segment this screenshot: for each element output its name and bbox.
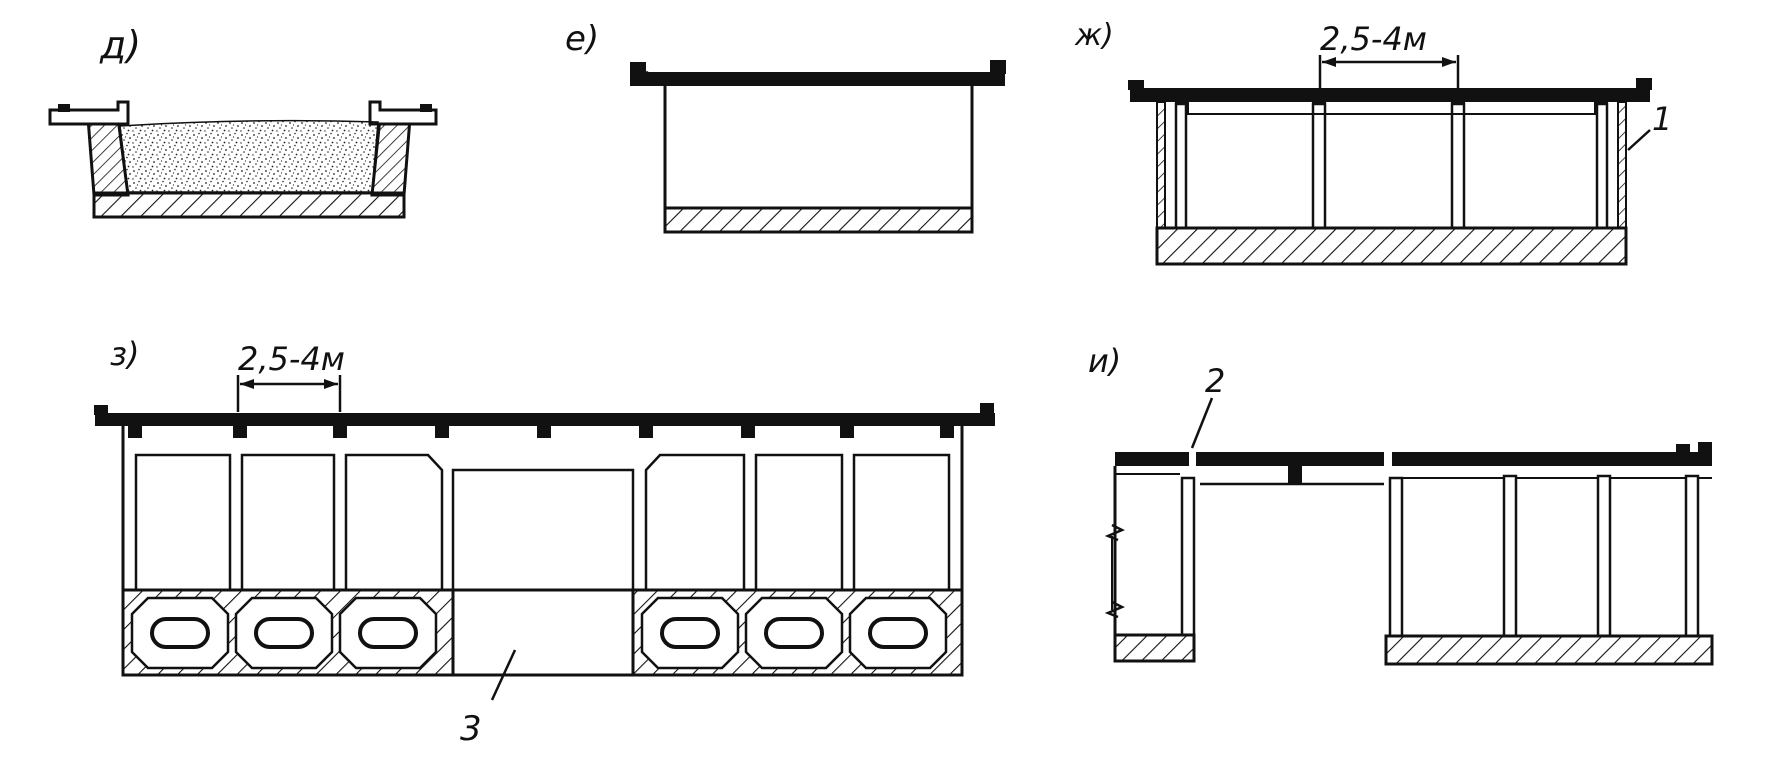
hollow-cell	[848, 596, 948, 670]
panel-e-label: е)	[565, 19, 599, 59]
left-bevel	[645, 70, 661, 84]
sleeper	[128, 426, 142, 438]
upper-chamber	[134, 453, 232, 592]
panel-z-label: з)	[110, 335, 140, 373]
hollow-cell	[234, 596, 334, 670]
panel-i: и) 2	[1088, 342, 1714, 666]
span-top-slab	[1196, 452, 1384, 466]
top-slab	[95, 413, 995, 426]
central-chamber	[451, 468, 635, 592]
dim-arrow-right	[1442, 57, 1456, 67]
panel-i-label: и)	[1088, 342, 1121, 380]
panel-d-label: д)	[99, 23, 141, 67]
callout-1-leader	[1627, 129, 1651, 151]
left-rail	[58, 104, 70, 112]
left-top-slab	[1115, 452, 1189, 466]
hollow-cell	[338, 596, 438, 670]
right-rail	[420, 104, 432, 112]
left-wall	[1156, 101, 1166, 229]
panel-e: е)	[565, 19, 1006, 234]
sleeper	[333, 426, 347, 438]
column	[1684, 474, 1700, 638]
upper-chamber	[644, 453, 746, 592]
right-rail	[1636, 78, 1652, 90]
sleeper	[233, 426, 247, 438]
callout-3-leader	[490, 649, 517, 701]
column	[1596, 474, 1612, 638]
sleeper	[940, 426, 954, 438]
span-dimension-label: 2,5-4м	[1320, 20, 1427, 58]
callout-2-leader	[1190, 397, 1214, 449]
dim-arrow-left	[240, 379, 254, 389]
upper-chamber	[754, 453, 844, 592]
dim-arrow-left	[1322, 57, 1336, 67]
sleeper	[537, 426, 551, 438]
left-rail	[94, 405, 108, 415]
sleeper	[435, 426, 449, 438]
hollow-cell	[640, 596, 740, 670]
column	[1311, 102, 1327, 230]
sleeper	[741, 426, 755, 438]
rail	[1676, 444, 1690, 454]
right-base-slab	[1384, 634, 1714, 666]
rail	[1698, 442, 1712, 454]
base-slab	[92, 191, 406, 219]
column	[1388, 476, 1404, 638]
right-rail	[990, 60, 1006, 74]
top-slab	[1130, 88, 1650, 102]
callout-1-label: 1	[1652, 100, 1672, 138]
upper-chamber	[240, 453, 336, 592]
base-slab	[663, 206, 974, 234]
sand-fill	[119, 119, 379, 193]
sleeper	[639, 426, 653, 438]
central-passage	[451, 588, 635, 677]
left-flange	[48, 100, 130, 126]
span-joint	[1288, 466, 1302, 484]
right-rail	[980, 403, 994, 415]
hollow-cell	[130, 596, 230, 670]
break-mark	[1104, 523, 1125, 542]
left-rail	[630, 62, 646, 74]
column	[1174, 102, 1188, 230]
break-mark	[1104, 600, 1125, 619]
panel-zh-label: ж)	[1074, 18, 1114, 53]
column	[1180, 476, 1196, 637]
span-dimension-label: 2,5-4м	[238, 340, 345, 378]
top-slab	[630, 72, 1005, 86]
upper-chamber	[852, 453, 951, 592]
callout-2-label: 2	[1205, 362, 1225, 400]
panel-zh: ж) 2,5-4м 1	[1074, 18, 1672, 266]
hollow-cell	[744, 596, 844, 670]
upper-chamber	[344, 453, 444, 592]
column	[1502, 474, 1518, 638]
panel-d: д)	[48, 23, 438, 219]
callout-3-label: 3	[460, 709, 482, 749]
left-stub-base	[1113, 633, 1196, 663]
right-wall	[1617, 101, 1627, 229]
dim-arrow-right	[324, 379, 338, 389]
panel-z: з) 2,5-4м	[94, 335, 995, 749]
column	[1595, 102, 1609, 230]
right-top-slab	[1392, 452, 1712, 466]
column	[1450, 102, 1466, 230]
sleeper	[840, 426, 854, 438]
left-rail	[1128, 80, 1144, 90]
base-slab	[1155, 226, 1628, 266]
